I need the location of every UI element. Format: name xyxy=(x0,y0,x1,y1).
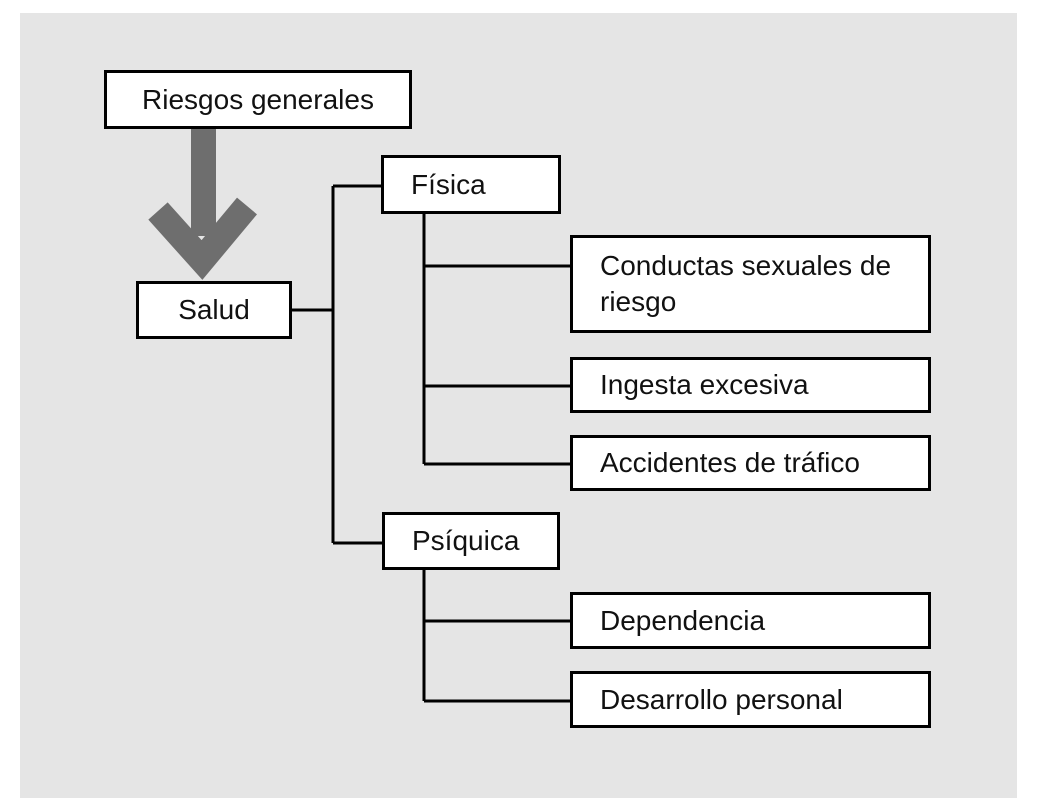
node-label: Física xyxy=(411,168,486,200)
node-label: Accidentes de tráfico xyxy=(600,447,860,479)
node-label: Ingesta excesiva xyxy=(600,369,809,401)
node-salud: Salud xyxy=(136,281,292,339)
node-fisica: Física xyxy=(381,155,561,214)
node-psiquica: Psíquica xyxy=(382,512,560,570)
node-label: Salud xyxy=(178,294,250,326)
node-dependencia: Dependencia xyxy=(570,592,931,649)
node-conductas-sexuales: Conductas sexuales de riesgo xyxy=(570,235,931,333)
node-label: Psíquica xyxy=(412,525,520,557)
node-riesgos-generales: Riesgos generales xyxy=(104,70,412,129)
node-label: Dependencia xyxy=(600,604,766,636)
node-label: Desarrollo personal xyxy=(600,683,843,715)
node-desarrollo-personal: Desarrollo personal xyxy=(570,671,931,728)
node-ingesta-excesiva: Ingesta excesiva xyxy=(570,357,931,413)
node-label: Conductas sexuales de riesgo xyxy=(600,250,892,317)
node-label: Riesgos generales xyxy=(142,83,374,115)
node-accidentes-trafico: Accidentes de tráfico xyxy=(570,435,931,491)
